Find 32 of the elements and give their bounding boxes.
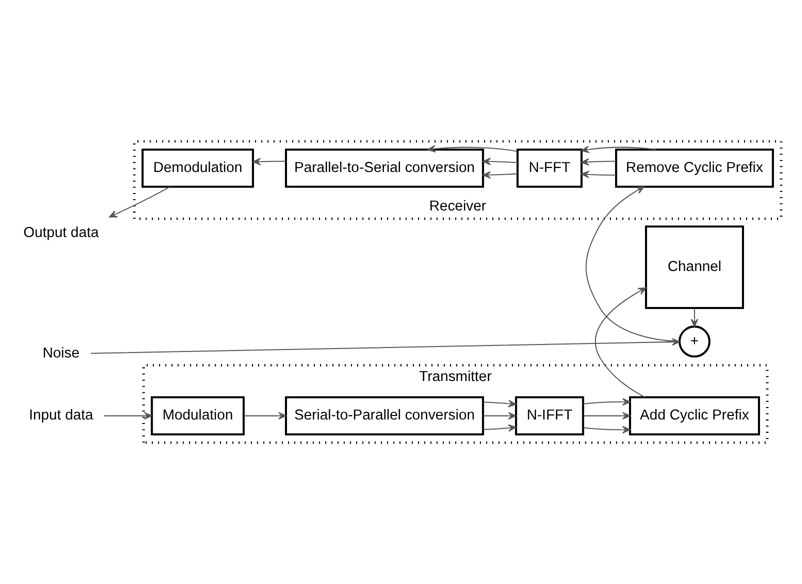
arrow	[583, 412, 630, 420]
node-text: Noise	[42, 346, 80, 362]
node-box: Parallel-to-Serial conversion	[284, 148, 484, 188]
node-box: Modulation	[150, 396, 245, 436]
arrow	[586, 186, 680, 342]
arrow	[482, 171, 518, 179]
arrow	[581, 146, 656, 154]
arrow	[483, 400, 516, 408]
arrow	[483, 424, 516, 432]
node-box: Channel	[644, 225, 744, 310]
node-text: Output data	[23, 225, 99, 242]
node-box: Remove Cyclic Prefix	[615, 148, 774, 188]
node-box: N-IFFT	[515, 396, 584, 436]
arrow	[427, 145, 518, 153]
node-text: Input data	[28, 408, 94, 424]
node-box: Serial-to-Parallel conversion	[284, 396, 484, 436]
node-box: N-FFT	[516, 148, 583, 188]
arrow	[104, 412, 152, 420]
arrow	[583, 398, 630, 406]
arrow	[595, 287, 646, 398]
arrow	[583, 426, 630, 434]
arrow	[690, 308, 698, 327]
arrow	[252, 158, 286, 166]
arrow	[244, 412, 286, 420]
arrow	[109, 186, 170, 218]
arrow	[482, 158, 518, 166]
node-box: Add Cyclic Prefix	[629, 396, 760, 436]
node-box: Demodulation	[142, 148, 254, 188]
arrow	[581, 170, 616, 178]
node-circle: +	[678, 326, 710, 358]
arrow	[483, 412, 516, 420]
arrow	[581, 158, 616, 166]
